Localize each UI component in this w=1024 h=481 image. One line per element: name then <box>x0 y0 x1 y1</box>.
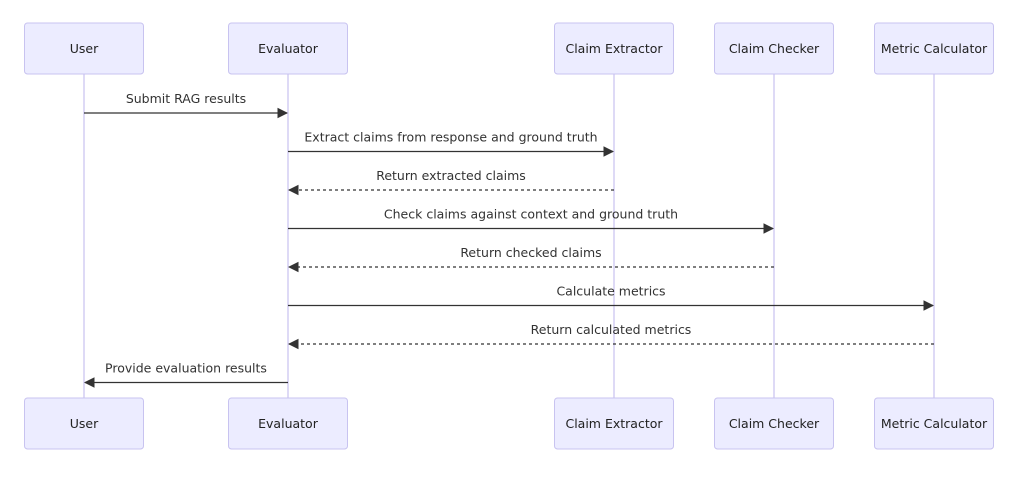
actor-label: Metric Calculator <box>881 416 988 431</box>
actor-box <box>874 397 994 450</box>
actor-box <box>554 22 674 75</box>
actor-extractor-bottom: Claim Extractor <box>554 397 674 450</box>
actor-label: Evaluator <box>258 416 319 431</box>
actor-label: Claim Extractor <box>565 41 663 56</box>
actor-label: Metric Calculator <box>881 41 988 56</box>
message-label: Submit RAG results <box>126 91 246 106</box>
actor-box <box>228 397 348 450</box>
message-7: Return calculated metrics <box>287 322 934 350</box>
actor-label: Claim Checker <box>729 416 820 431</box>
message-label: Return extracted claims <box>376 168 526 183</box>
actor-box <box>228 22 348 75</box>
actor-label: Evaluator <box>258 41 319 56</box>
actor-box <box>24 22 144 75</box>
message-3: Return extracted claims <box>287 168 614 196</box>
actor-box <box>714 397 834 450</box>
actor-metric-bottom: Metric Calculator <box>874 397 994 450</box>
actor-label: User <box>70 41 99 56</box>
message-label: Provide evaluation results <box>105 361 267 376</box>
message-label: Return checked claims <box>460 245 601 260</box>
actor-evaluator-top: Evaluator <box>228 22 348 75</box>
actor-box <box>24 397 144 450</box>
message-label: Extract claims from response and ground … <box>304 130 597 145</box>
message-label: Check claims against context and ground … <box>384 207 678 222</box>
message-label: Calculate metrics <box>556 284 665 299</box>
message-8: Provide evaluation results <box>83 361 288 388</box>
message-2: Extract claims from response and ground … <box>288 130 615 157</box>
message-6: Calculate metrics <box>288 284 935 311</box>
message-label: Return calculated metrics <box>531 322 692 337</box>
actor-user-bottom: User <box>24 397 144 450</box>
actor-user-top: User <box>24 22 144 75</box>
message-4: Check claims against context and ground … <box>288 207 775 234</box>
actor-metric-top: Metric Calculator <box>874 22 994 75</box>
actor-checker-top: Claim Checker <box>714 22 834 75</box>
message-1: Submit RAG results <box>84 91 289 119</box>
actor-box <box>874 22 994 75</box>
actor-label: Claim Checker <box>729 41 820 56</box>
actor-checker-bottom: Claim Checker <box>714 397 834 450</box>
message-5: Return checked claims <box>287 245 774 273</box>
actor-label: User <box>70 416 99 431</box>
actor-extractor-top: Claim Extractor <box>554 22 674 75</box>
actor-box <box>554 397 674 450</box>
actor-label: Claim Extractor <box>565 416 663 431</box>
actor-box <box>714 22 834 75</box>
actor-evaluator-bottom: Evaluator <box>228 397 348 450</box>
